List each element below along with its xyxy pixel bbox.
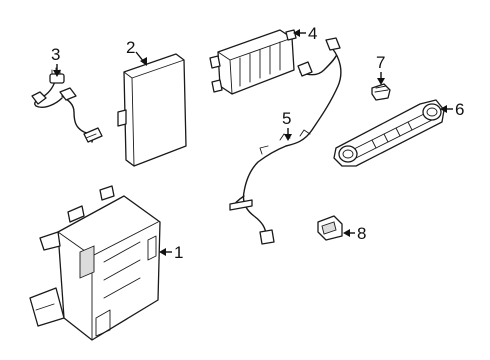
part-3-sensor-harness	[31, 67, 103, 143]
callout-7-label: 7	[376, 53, 385, 72]
callout-8: 8	[343, 224, 366, 243]
callout-5: 5	[282, 109, 292, 141]
callout-6-label: 6	[455, 100, 464, 119]
callout-1: 1	[159, 243, 183, 262]
callout-4: 4	[293, 24, 317, 43]
callout-4-label: 4	[308, 24, 317, 43]
callout-1-label: 1	[174, 243, 183, 262]
callout-2: 2	[126, 38, 147, 66]
callout-3: 3	[51, 45, 61, 77]
part-2-display-panel	[117, 53, 187, 167]
callout-8-label: 8	[357, 224, 366, 243]
part-1-bracket-housing	[29, 185, 161, 341]
callout-7: 7	[376, 53, 385, 85]
part-4-control-module	[209, 29, 297, 95]
part-5-wiring-harness	[229, 37, 342, 245]
part-6-control-panel	[333, 99, 445, 167]
callout-2-label: 2	[126, 38, 135, 57]
part-8-connector	[317, 215, 343, 241]
part-7-knob	[371, 83, 391, 101]
callout-3-label: 3	[51, 45, 60, 64]
callout-6: 6	[440, 100, 464, 119]
callout-5-label: 5	[282, 109, 291, 128]
